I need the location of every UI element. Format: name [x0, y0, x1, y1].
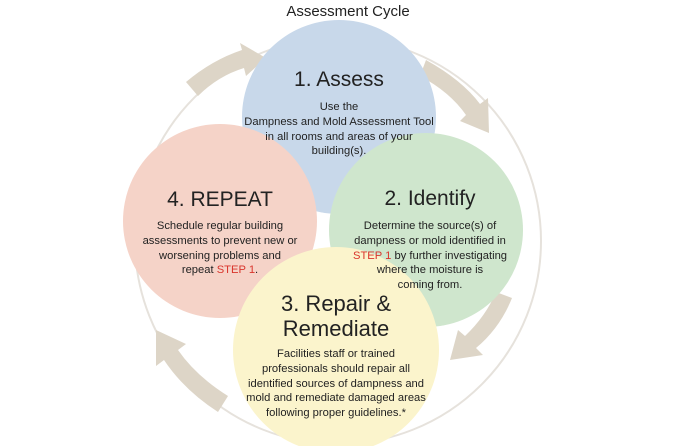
step-repeat-body: Schedule regular building assessments to…: [125, 219, 315, 278]
title-line: Remediate: [282, 315, 390, 341]
step-1-reference: STEP 1: [216, 264, 256, 277]
body-line: mold and remediate damaged areas: [246, 392, 426, 405]
cycle-arrows: [156, 43, 512, 412]
step-identify-body: Determine the source(s) of dampness or m…: [335, 219, 525, 293]
arrow-icon-top-left: [186, 43, 266, 96]
step-repeat-circle: [123, 124, 317, 318]
body-line: STEP 1 by further investigating: [335, 249, 525, 264]
body-line: worsening problems and: [159, 249, 281, 262]
step-remediate-circle: [233, 247, 439, 446]
body-line: identified sources of dampness and: [247, 377, 424, 390]
body-line: in all rooms and areas of your: [265, 130, 413, 143]
body-line: building(s).: [311, 145, 367, 158]
body-line: Use the: [319, 101, 359, 113]
step-remediate-title: 3. Repair & Remediate: [236, 291, 436, 341]
step-remediate-body: Facilities staff or trained professional…: [231, 347, 441, 421]
body-line: following proper guidelines.*: [266, 407, 406, 420]
body-line: where the moisture is: [376, 264, 484, 277]
step-repeat-title: 4. REPEAT: [167, 188, 273, 211]
arrow-icon-bottom-left: [156, 330, 228, 412]
diagram-title: Assessment Cycle: [286, 3, 410, 20]
body-line: Determine the source(s) of: [363, 220, 497, 232]
step-identify-title: 2. Identify: [384, 187, 476, 210]
arrow-icon-bottom-right: [450, 292, 512, 360]
step-assess-body: Use the Dampness and Mold Assessment Too…: [239, 100, 439, 159]
body-line: dampness or mold identified in: [354, 234, 506, 247]
step-assess-title: 1. Assess: [294, 68, 384, 91]
body-line: professionals should repair all: [261, 362, 410, 375]
title-line: 3. Repair &: [280, 291, 392, 316]
body-line: Dampness and Mold Assessment Tool: [244, 115, 434, 128]
body-line: Facilities staff or trained: [277, 348, 395, 360]
body-line: repeat STEP 1.: [125, 263, 315, 278]
body-text: repeat: [181, 264, 217, 277]
body-line: coming from.: [397, 279, 463, 292]
body-text: .: [255, 264, 259, 277]
body-line: assessments to prevent new or: [142, 234, 298, 247]
arrow-icon-top-right: [420, 60, 489, 133]
body-text: by further investigating: [391, 249, 508, 262]
step-1-reference: STEP 1: [352, 249, 392, 262]
body-line: Schedule regular building: [156, 220, 284, 232]
